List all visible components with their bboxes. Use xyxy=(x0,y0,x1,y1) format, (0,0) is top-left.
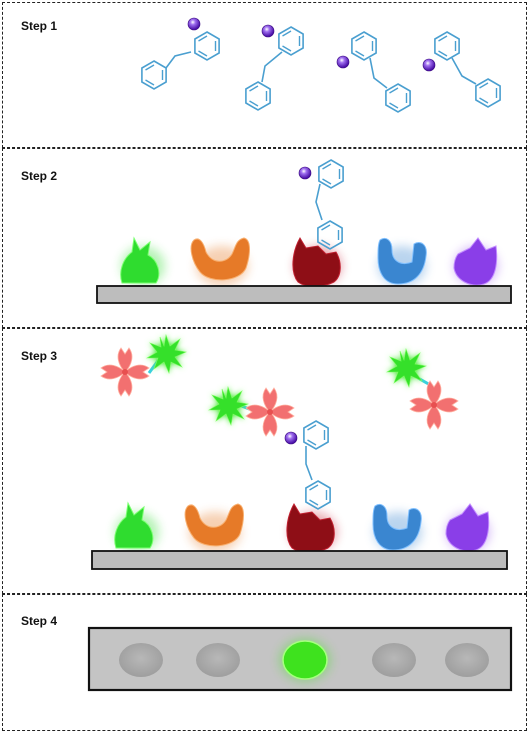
receptor-green xyxy=(120,236,160,284)
well-negative xyxy=(119,643,163,677)
detection-probe-3 xyxy=(387,349,459,430)
receptor-blue xyxy=(377,237,427,285)
detection-probe-bound xyxy=(209,387,295,437)
bound-molecule xyxy=(298,159,344,250)
step-1-molecules xyxy=(141,17,501,113)
surface-slide xyxy=(91,550,508,570)
receptor-purple xyxy=(445,503,490,552)
molecule-2 xyxy=(245,24,304,111)
receptor-darkred xyxy=(292,237,341,287)
step-4-panel xyxy=(2,594,527,731)
receptor-purple xyxy=(453,237,498,286)
well-positive xyxy=(282,640,328,680)
well-negative xyxy=(445,643,489,677)
receptor-orange xyxy=(190,237,250,281)
step-4-label: Step 4 xyxy=(21,614,58,628)
molecule-4 xyxy=(422,31,501,108)
receptor-darkred xyxy=(286,503,335,553)
receptor-blue xyxy=(372,503,422,551)
step-3-panel xyxy=(2,328,527,594)
well-negative xyxy=(372,643,416,677)
step-1-label: Step 1 xyxy=(21,19,58,33)
step-2-label: Step 2 xyxy=(21,169,58,183)
molecule-3 xyxy=(336,31,411,113)
step-1-panel xyxy=(2,2,527,148)
step-2-receptors xyxy=(96,159,512,304)
receptor-green xyxy=(114,501,154,549)
molecule-1 xyxy=(141,17,220,90)
surface-slide xyxy=(96,285,512,304)
step-3-label: Step 3 xyxy=(21,349,58,363)
detection-probe-1 xyxy=(100,335,186,397)
step-2-panel xyxy=(2,148,527,328)
step-3-scene xyxy=(91,335,508,570)
well-negative xyxy=(196,643,240,677)
step-4-plate xyxy=(87,626,513,692)
bound-molecule xyxy=(284,420,331,510)
receptor-orange xyxy=(184,503,244,547)
